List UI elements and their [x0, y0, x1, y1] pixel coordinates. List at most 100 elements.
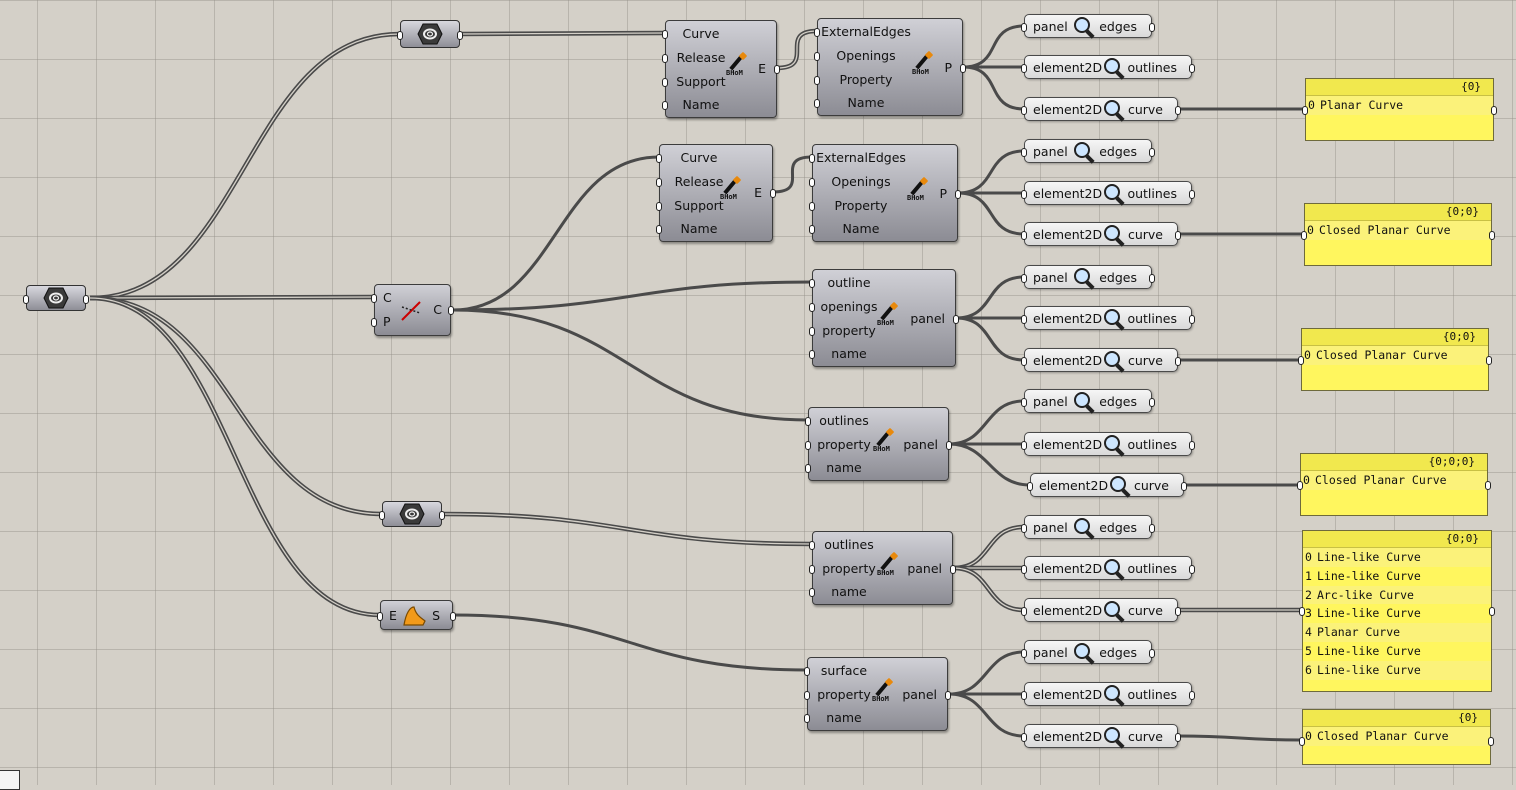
output-grip[interactable]	[1189, 64, 1195, 73]
output-grip[interactable]	[439, 511, 445, 520]
input-grip[interactable]	[804, 667, 810, 676]
input-grip[interactable]	[1021, 106, 1027, 115]
output-grip[interactable]	[1149, 148, 1155, 157]
input-grip[interactable]	[1021, 315, 1027, 324]
output-grip[interactable]	[1175, 106, 1181, 115]
output-grip[interactable]	[946, 441, 952, 450]
input-grip[interactable]	[1021, 441, 1027, 450]
output-grip[interactable]	[1189, 565, 1195, 574]
output-grip[interactable]	[1489, 607, 1495, 616]
input-grip[interactable]	[809, 303, 815, 312]
input-grip[interactable]	[809, 202, 815, 211]
output-grip[interactable]	[950, 565, 956, 574]
input-grip[interactable]	[1299, 737, 1305, 746]
input-grip[interactable]	[656, 178, 662, 187]
input-grip[interactable]	[662, 101, 668, 110]
input-grip[interactable]	[1021, 64, 1027, 73]
output-grip[interactable]	[953, 315, 959, 324]
input-grip[interactable]	[1302, 106, 1308, 115]
corner-stub[interactable]	[0, 770, 20, 790]
input-grip[interactable]	[379, 511, 385, 520]
input-grip[interactable]	[814, 99, 820, 108]
input-grip[interactable]	[1021, 148, 1027, 157]
input-grip[interactable]	[662, 78, 668, 87]
input-grip[interactable]	[656, 202, 662, 211]
output-grip[interactable]	[448, 306, 454, 315]
output-grip[interactable]	[1189, 441, 1195, 450]
input-grip[interactable]	[662, 54, 668, 63]
geometry-param-source[interactable]	[23, 285, 89, 311]
input-grip[interactable]	[1021, 23, 1027, 32]
output-grip[interactable]	[1491, 106, 1497, 115]
output-grip[interactable]	[83, 295, 89, 304]
output-grip[interactable]	[457, 31, 463, 40]
input-grip[interactable]	[371, 294, 377, 303]
input-grip[interactable]	[656, 154, 662, 163]
output-grip[interactable]	[1149, 23, 1155, 32]
input-grip[interactable]	[1021, 565, 1027, 574]
output-grip[interactable]	[450, 612, 456, 621]
output-grip[interactable]	[955, 190, 961, 199]
output-grip[interactable]	[1149, 398, 1155, 407]
output-grip[interactable]	[1181, 482, 1187, 491]
input-grip[interactable]	[809, 588, 815, 597]
input-grip[interactable]	[1021, 524, 1027, 533]
input-grip[interactable]	[1021, 607, 1027, 616]
input-grip[interactable]	[656, 225, 662, 234]
input-grip[interactable]	[809, 279, 815, 288]
output-grip[interactable]	[1149, 274, 1155, 283]
input-grip[interactable]	[371, 318, 377, 327]
input-grip[interactable]	[804, 691, 810, 700]
input-grip[interactable]	[397, 31, 403, 40]
input-grip[interactable]	[814, 28, 820, 37]
input-grip[interactable]	[662, 30, 668, 39]
input-grip[interactable]	[809, 565, 815, 574]
output-grip[interactable]	[1175, 733, 1181, 742]
input-grip[interactable]	[804, 714, 810, 723]
input-grip[interactable]	[1021, 649, 1027, 658]
output-grip[interactable]	[1149, 649, 1155, 658]
input-grip[interactable]	[1297, 481, 1303, 490]
output-grip[interactable]	[1149, 524, 1155, 533]
input-grip[interactable]	[805, 441, 811, 450]
output-grip[interactable]	[774, 65, 780, 74]
output-grip[interactable]	[1189, 691, 1195, 700]
input-grip[interactable]	[805, 464, 811, 473]
output-grip[interactable]	[960, 64, 966, 73]
input-grip[interactable]	[1021, 691, 1027, 700]
input-grip[interactable]	[377, 612, 383, 621]
input-grip[interactable]	[1021, 274, 1027, 283]
geometry-param-top[interactable]	[397, 20, 463, 48]
output-grip[interactable]	[1175, 231, 1181, 240]
output-grip[interactable]	[1486, 356, 1492, 365]
input-grip[interactable]	[809, 178, 815, 187]
input-grip[interactable]	[1299, 607, 1305, 616]
